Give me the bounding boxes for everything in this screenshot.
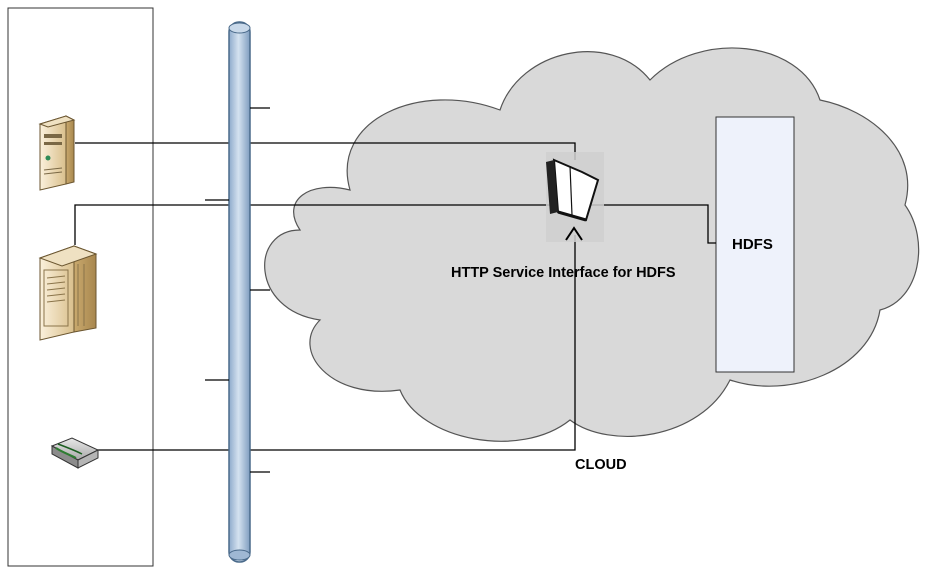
network-bus [228,21,251,563]
cloud-shape [264,47,920,442]
tower-server-icon [38,115,76,191]
bus-taps [205,107,270,473]
hdfs-label: HDFS [732,236,773,253]
connector-device [95,235,576,451]
window-panel-icon [546,152,604,242]
cloud-label: CLOUD [575,457,627,473]
rack-server-icon [38,245,98,341]
network-device-icon [50,437,100,469]
connector-server-middle [74,204,716,245]
hdfs-box [715,116,795,373]
http-service-label: HTTP Service Interface for HDFS [451,265,676,281]
